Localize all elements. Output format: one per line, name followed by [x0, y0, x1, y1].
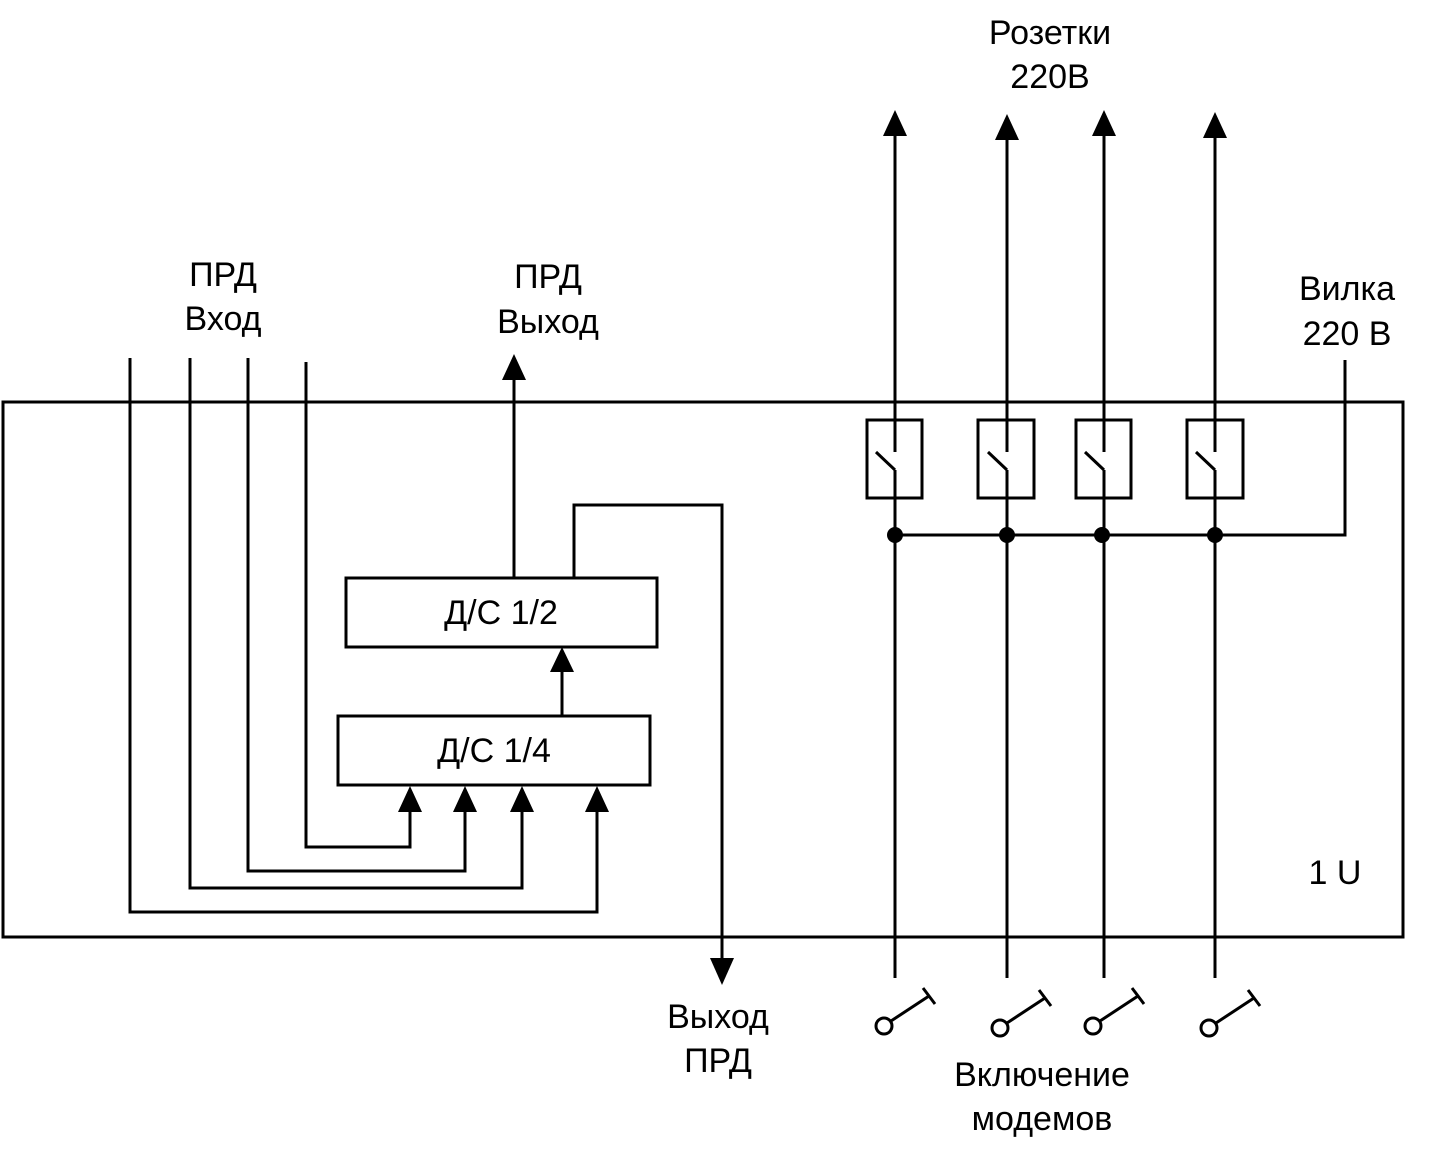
- plug-label-line2: 220 В: [1303, 315, 1392, 353]
- chassis-frame: [1, 400, 1405, 939]
- relay-contact-3: [1083, 450, 1106, 472]
- input-wire-3: [246, 358, 467, 873]
- socket-arrow-2: [995, 114, 1019, 140]
- input-arrow-4: [398, 786, 422, 812]
- ds-half-block: [344, 576, 659, 649]
- output-prd-label-line2: ПРД: [684, 1042, 752, 1080]
- input-arrow-1: [585, 786, 609, 812]
- ds-quarter-block: [336, 714, 652, 787]
- bus-junction-3: [1094, 527, 1110, 543]
- relay-channel-2: [976, 114, 1053, 1038]
- socket-arrow-1: [883, 110, 907, 136]
- prd-output-label-line2: Выход: [497, 303, 599, 341]
- modems-on-label-line2: модемов: [972, 1100, 1113, 1138]
- bus-junction-1: [887, 527, 903, 543]
- relay-channel-4: [1185, 112, 1262, 1038]
- socket-arrow-3: [1092, 110, 1116, 136]
- key-icon: [874, 987, 937, 1036]
- output-prd-label-line1: Выход: [667, 998, 769, 1036]
- prd-input-label-line1: ПРД: [189, 256, 257, 294]
- plug-wire: [895, 360, 1347, 537]
- input-arrow-2: [510, 786, 534, 812]
- prd-output-arrow: [502, 354, 526, 380]
- output-prd-arrow: [710, 958, 734, 985]
- input-wire-4: [304, 362, 412, 849]
- sockets-label-line2: 220В: [1010, 58, 1089, 96]
- rack-unit-label: 1 U: [1309, 854, 1362, 892]
- input-wire-1: [128, 358, 599, 914]
- relay-channel-3: [1074, 110, 1146, 1036]
- relay-contact-2: [986, 450, 1009, 472]
- relay-channel-1: [865, 110, 937, 1036]
- input-arrow-3: [453, 786, 477, 812]
- ds-half-label: Д/С 1/2: [444, 594, 558, 632]
- bus-junction-4: [1207, 527, 1223, 543]
- sockets-label-line1: Розетки: [989, 14, 1111, 52]
- output-prd-wire: [572, 503, 724, 958]
- prd-output-label-line1: ПРД: [514, 258, 582, 296]
- ds-quarter-label: Д/С 1/4: [437, 732, 551, 770]
- key-icon: [1083, 987, 1146, 1036]
- input-wire-2: [188, 358, 524, 890]
- socket-arrow-4: [1203, 112, 1227, 138]
- key-icon: [1199, 989, 1262, 1038]
- relay-contact-4: [1194, 450, 1217, 472]
- key-icon: [990, 989, 1053, 1038]
- plug-label-line1: Вилка: [1299, 270, 1395, 308]
- prd-input-label-line2: Вход: [185, 300, 262, 338]
- modems-on-label-line1: Включение: [954, 1056, 1130, 1094]
- bus-junction-2: [999, 527, 1015, 543]
- relay-contact-1: [874, 450, 897, 472]
- ds-link-arrow: [550, 647, 574, 672]
